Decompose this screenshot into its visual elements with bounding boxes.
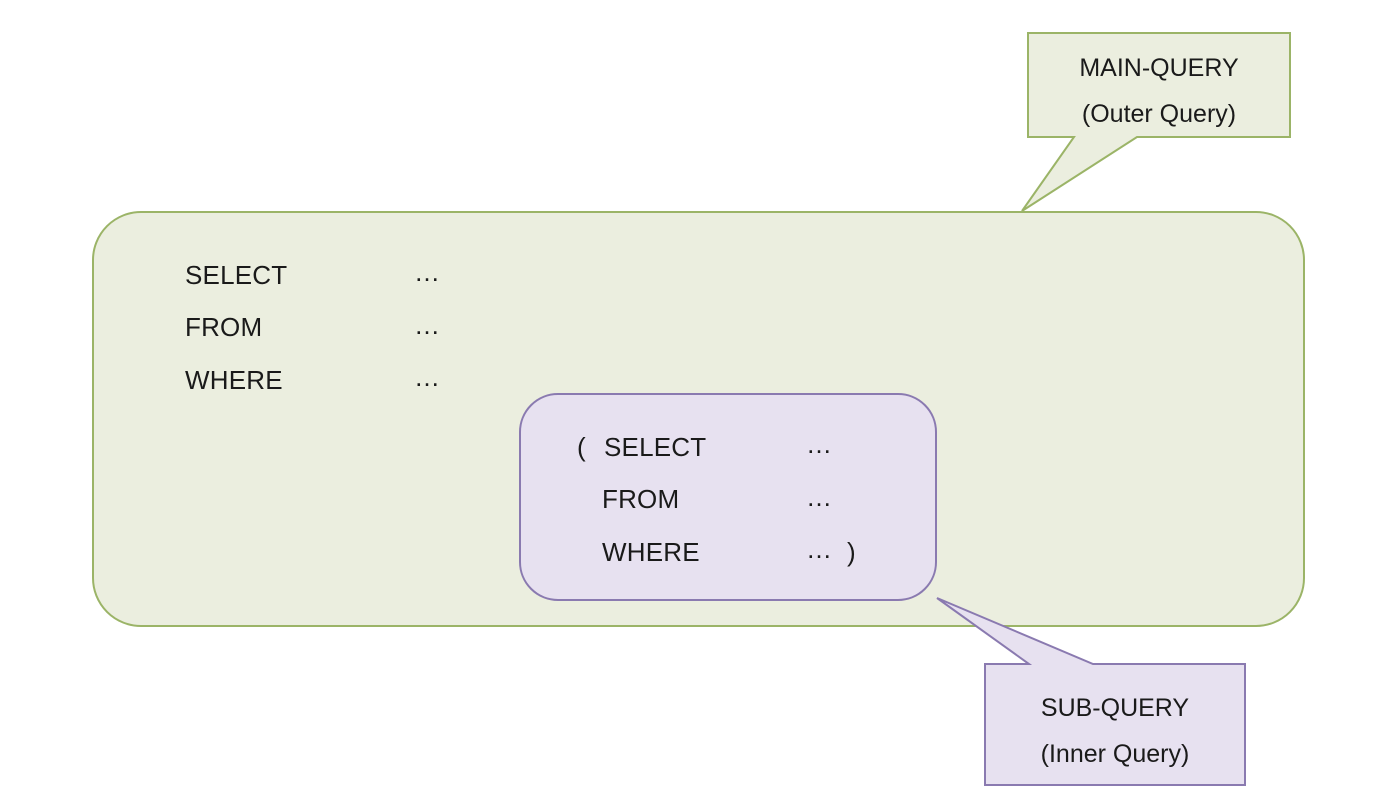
sub-value-from: … (806, 482, 833, 512)
main-keyword-select: SELECT (185, 260, 288, 290)
main-callout-line1: MAIN-QUERY (1079, 54, 1239, 82)
sub-callout-shape (936, 597, 1246, 786)
main-callout-shape (1021, 32, 1291, 212)
sub-open-paren: ( (577, 432, 586, 462)
sub-query-box (519, 393, 937, 601)
main-keyword-where: WHERE (185, 365, 283, 395)
sub-value-where: … (806, 534, 833, 564)
main-value-where: … (414, 362, 441, 392)
sub-value-select: … (806, 429, 833, 459)
main-keyword-from: FROM (185, 312, 263, 342)
sub-close-paren: ) (847, 537, 856, 567)
sub-callout-line1: SUB-QUERY (1040, 694, 1190, 722)
sub-keyword-where: WHERE (602, 537, 700, 567)
main-value-select: … (414, 257, 441, 287)
sub-callout-line2: (Inner Query) (1040, 740, 1190, 768)
main-value-from: … (414, 310, 441, 340)
sub-keyword-select: SELECT (604, 432, 707, 462)
sub-keyword-from: FROM (602, 484, 680, 514)
main-callout-line2: (Outer Query) (1081, 100, 1237, 128)
